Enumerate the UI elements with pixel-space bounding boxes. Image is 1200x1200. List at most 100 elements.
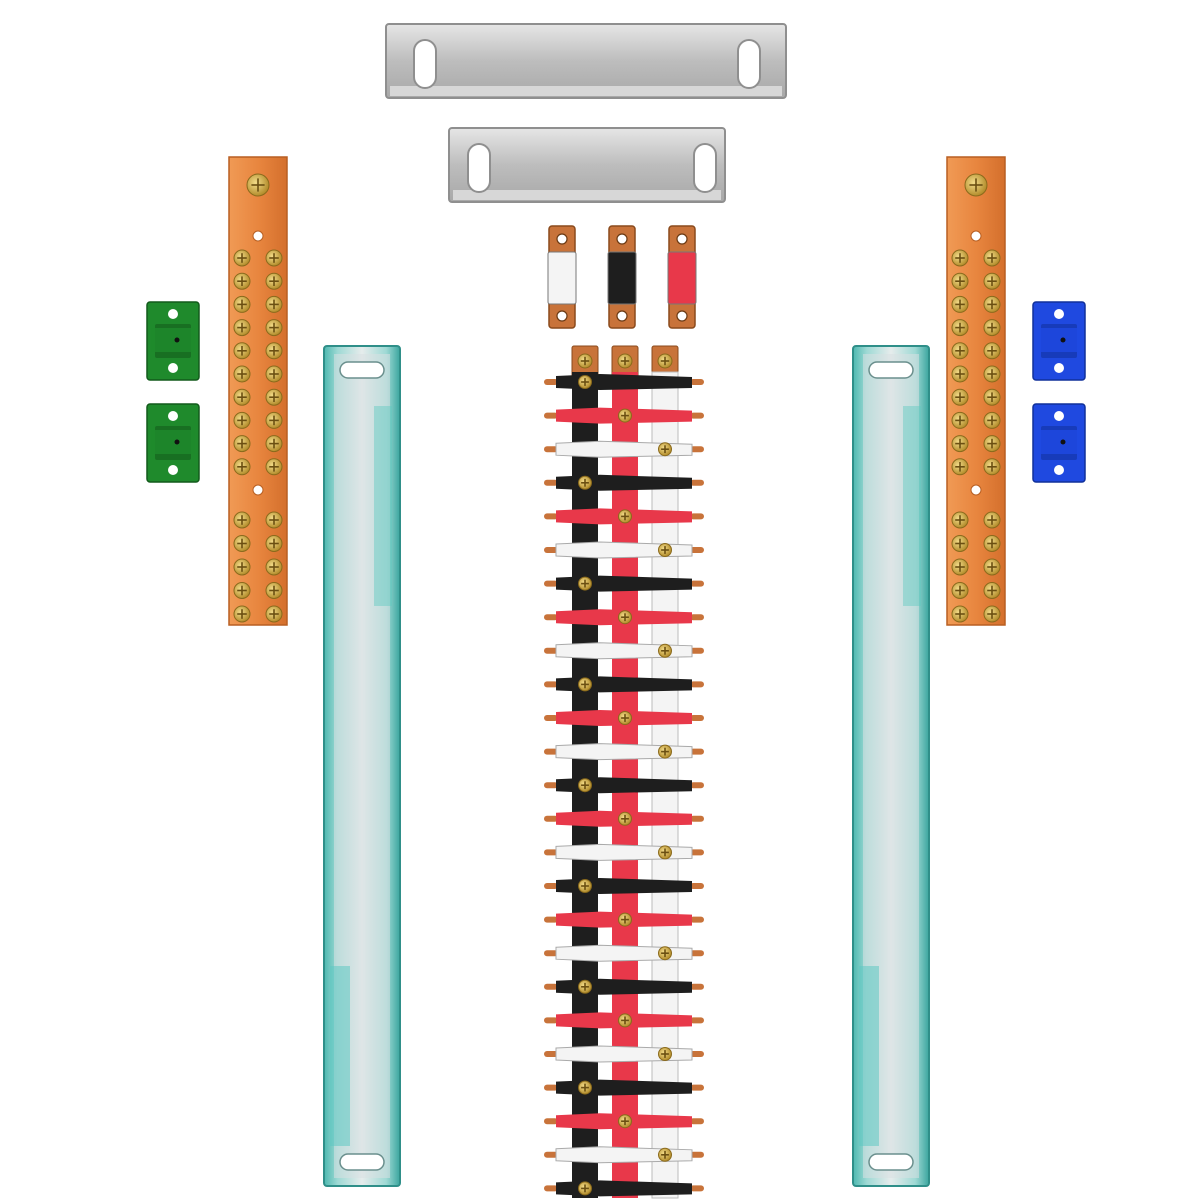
screw-icon	[983, 249, 1001, 267]
finger-bar	[555, 944, 693, 962]
bus-finger	[544, 1180, 704, 1197]
bus-finger	[544, 911, 704, 928]
screw-icon	[265, 605, 283, 623]
right-pin	[690, 513, 704, 520]
screw-icon	[578, 979, 592, 994]
right-pin	[690, 446, 704, 453]
left-pin	[544, 479, 558, 486]
bus-finger	[544, 1146, 704, 1164]
screw-icon	[233, 295, 251, 313]
left-pin	[544, 379, 558, 385]
left-pin	[544, 1185, 558, 1192]
bus-finger	[544, 1079, 704, 1096]
tab-hole	[556, 233, 568, 245]
screw-icon	[578, 375, 592, 389]
insulator-hole	[1054, 309, 1064, 319]
right-pin	[690, 379, 704, 385]
rail-tint	[330, 966, 350, 1146]
screw-icon	[951, 342, 969, 360]
screw-icon	[233, 342, 251, 360]
bus-finger	[544, 575, 704, 592]
right-pin	[690, 1151, 704, 1158]
right-pin	[690, 1118, 704, 1125]
mounting-slot	[413, 39, 437, 89]
screw-icon	[233, 388, 251, 406]
bus-finger	[544, 474, 704, 491]
screw-icon	[578, 1181, 592, 1196]
left-pin	[544, 782, 558, 789]
finger-bar	[556, 878, 692, 894]
screw-icon	[265, 558, 283, 576]
screw-icon	[658, 643, 672, 658]
right-pin	[690, 1185, 704, 1192]
left-pin	[544, 983, 558, 990]
finger-bar	[556, 1180, 692, 1197]
din-rail-right	[852, 345, 930, 1187]
bus-finger	[544, 541, 704, 559]
screw-icon	[578, 778, 592, 793]
screw-icon	[951, 511, 969, 529]
finger-bar	[555, 1146, 693, 1164]
stack-top-tab	[571, 345, 599, 379]
screw-icon	[233, 605, 251, 623]
left-pin	[544, 647, 558, 654]
tab-hole	[616, 310, 628, 322]
screw-icon	[658, 946, 672, 961]
left-pin	[544, 849, 558, 856]
insulator-hole	[168, 465, 178, 475]
screw-icon	[265, 319, 283, 337]
blue-insulator	[1032, 301, 1086, 381]
screw-icon	[658, 845, 672, 860]
finger-bar	[556, 777, 692, 794]
phase-tabs	[547, 225, 697, 329]
screw-icon	[951, 535, 969, 552]
bus-finger	[544, 743, 704, 761]
screw-icon	[617, 353, 633, 369]
right-pin	[690, 681, 704, 688]
screw-icon	[964, 173, 988, 197]
screw-icon	[983, 511, 1001, 529]
screw-icon	[233, 511, 251, 529]
screw-icon	[983, 365, 1001, 383]
right-pin	[690, 983, 704, 990]
rail-tint	[859, 966, 879, 1146]
bus-finger	[544, 878, 704, 894]
top-bracket-small	[448, 127, 726, 203]
left-pin	[544, 950, 558, 957]
left-pin	[544, 715, 558, 721]
screw-icon	[983, 272, 1001, 290]
screw-icon	[983, 388, 1001, 406]
top-bracket-large	[385, 23, 787, 99]
screw-icon	[265, 295, 283, 313]
bus-finger	[544, 777, 704, 794]
screw-icon	[265, 511, 283, 529]
screw-icon	[951, 582, 969, 599]
rail-tint	[374, 406, 392, 606]
screw-icon	[233, 365, 251, 383]
rail-slot	[339, 361, 385, 379]
left-pin	[544, 547, 558, 553]
bus-finger	[544, 374, 704, 390]
red-tab	[667, 225, 697, 329]
finger-bar	[556, 575, 692, 592]
mounting-slot	[737, 39, 761, 89]
blue-insulator	[1032, 403, 1086, 483]
screw-icon	[265, 272, 283, 290]
tab-hole	[676, 233, 688, 245]
screw-icon	[233, 272, 251, 290]
left-pin	[544, 883, 558, 889]
screw-icon	[951, 411, 969, 429]
right-pin	[690, 1051, 704, 1057]
screw-icon	[618, 711, 632, 725]
screw-icon	[983, 558, 1001, 576]
right-pin	[690, 950, 704, 957]
bus-finger	[544, 508, 704, 525]
finger-bar	[555, 843, 693, 861]
screw-icon	[233, 435, 251, 453]
screw-icon	[233, 558, 251, 576]
screw-icon	[983, 458, 1001, 476]
left-pin	[544, 1151, 558, 1158]
bar-hole	[252, 484, 264, 496]
screw-icon	[951, 558, 969, 576]
